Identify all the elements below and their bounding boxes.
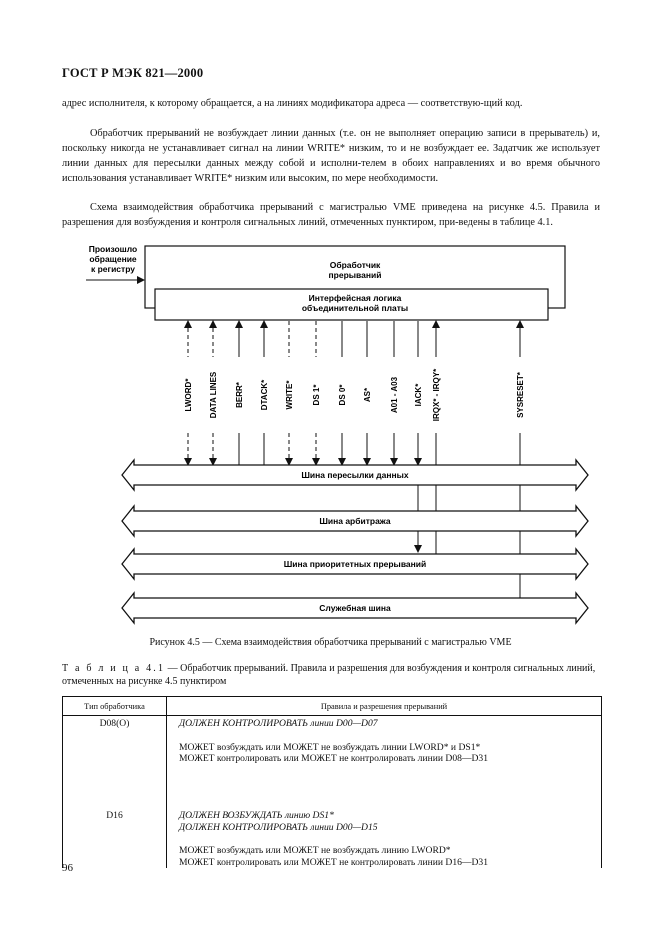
logic-box-line2: объединительной платы bbox=[302, 303, 408, 313]
row-type: D16 bbox=[62, 810, 167, 868]
logic-box-line1: Интерфейсная логика bbox=[309, 293, 402, 303]
signal-label: A01 - A03 bbox=[390, 376, 399, 413]
trigger-label-line3: к регистру bbox=[91, 264, 135, 274]
row-rules: ДОЛЖЕН ВОЗБУЖДАТЬ линию DS1* ДОЛЖЕН КОНТ… bbox=[166, 810, 602, 868]
rule-line: ДОЛЖЕН ВОЗБУЖДАТЬ линию DS1* bbox=[179, 810, 334, 821]
signal-label-bg bbox=[259, 357, 269, 433]
interaction-diagram: Произошло обращение к регистру Обработчи… bbox=[86, 244, 589, 625]
row-type-label: D08(O) bbox=[99, 718, 130, 729]
signal-label: WRITE* bbox=[285, 380, 294, 410]
signal-label: AS* bbox=[363, 387, 372, 402]
paragraph-2: Обработчик прерываний не возбуждает лини… bbox=[62, 128, 600, 184]
signal-label-bg bbox=[515, 357, 525, 433]
rules-table: Тип обработчика Правила и разрешения пре… bbox=[62, 696, 602, 868]
signal-label-bg bbox=[413, 357, 423, 433]
signal-label-bg bbox=[311, 357, 321, 433]
col-header-type: Тип обработчика bbox=[62, 696, 167, 716]
signal-label: SYSRESET* bbox=[516, 371, 525, 418]
figure-caption: Рисунок 4.5 — Схема взаимодействия обраб… bbox=[149, 637, 512, 648]
bus-arrow bbox=[121, 591, 589, 625]
signal-label-bg bbox=[284, 357, 294, 433]
bus-arrow bbox=[121, 547, 589, 581]
bus-arrow bbox=[121, 504, 589, 538]
bus-arrow bbox=[121, 458, 589, 492]
table-title-text: — Обработчик прерываний. Правила и разре… bbox=[62, 663, 596, 687]
rule-line: МОЖЕТ контролировать или МОЖЕТ не контро… bbox=[179, 856, 489, 868]
row-rules: ДОЛЖЕН КОНТРОЛИРОВАТЬ линии D00—D07 МОЖЕ… bbox=[166, 715, 602, 810]
row-type-label: D16 bbox=[106, 810, 123, 821]
signal-label-bg bbox=[431, 357, 441, 433]
signal-label-bg bbox=[362, 357, 372, 433]
handler-box-line2: прерываний bbox=[329, 270, 382, 280]
signal-label-bg bbox=[337, 357, 347, 433]
col-header-rules: Правила и разрешения прерываний bbox=[166, 696, 602, 716]
rule-line: ДОЛЖЕН КОНТРОЛИРОВАТЬ линии D00—D15 bbox=[179, 821, 378, 833]
logic-box bbox=[154, 288, 549, 321]
table-title: Т а б л и ц а 4.1 — Обработчик прерывани… bbox=[62, 662, 600, 688]
bus-label: Шина приоритетных прерываний bbox=[284, 559, 427, 569]
rule-line: МОЖЕТ контролировать или МОЖЕТ не контро… bbox=[179, 753, 489, 764]
signal-label: IRQX* - IRQY* bbox=[432, 368, 441, 421]
signal-label: DATA LINES bbox=[209, 371, 218, 418]
bus-label: Шина арбитража bbox=[319, 516, 391, 526]
signal-label: LWORD* bbox=[184, 378, 193, 412]
table-row: D16 ДОЛЖЕН ВОЗБУЖДАТЬ линию DS1* ДОЛЖЕН … bbox=[62, 810, 602, 868]
bus-label: Шина пересылки данных bbox=[301, 470, 409, 480]
signal-label: IACK* bbox=[414, 383, 423, 407]
signal-label-bg bbox=[183, 357, 193, 433]
signal-label-bg bbox=[234, 357, 244, 433]
row-type: D08(O) bbox=[62, 715, 167, 810]
signal-label: DTACK* bbox=[260, 379, 269, 410]
page-number: 96 bbox=[62, 862, 73, 874]
trigger-label-line2: обращение bbox=[89, 254, 137, 264]
signal-label: BERR* bbox=[235, 381, 244, 408]
trigger-label-line1: Произошло bbox=[89, 244, 138, 254]
handler-box-line1: Обработчик bbox=[330, 260, 381, 270]
signal-label-bg bbox=[389, 357, 399, 433]
signal-label: DS 0* bbox=[338, 384, 347, 406]
signal-label-bg bbox=[208, 357, 218, 433]
rule-line: МОЖЕТ возбуждать или МОЖЕТ не возбуждать… bbox=[179, 845, 451, 856]
paragraph-3: Схема взаимодействия обработчика прерыва… bbox=[62, 202, 600, 228]
rule-line: МОЖЕТ возбуждать или МОЖЕТ не возбуждать… bbox=[179, 741, 481, 753]
table-row: D08(O) ДОЛЖЕН КОНТРОЛИРОВАТЬ линии D00—D… bbox=[62, 715, 602, 810]
bus-label: Служебная шина bbox=[319, 603, 391, 613]
table-title-prefix: Т а б л и ц а 4.1 bbox=[62, 663, 166, 674]
rule-line: ДОЛЖЕН КОНТРОЛИРОВАТЬ линии D00—D07 bbox=[179, 718, 378, 729]
paragraph-1: адрес исполнителя, к которому обращается… bbox=[62, 98, 523, 109]
signal-label: DS 1* bbox=[312, 384, 321, 406]
document-header: ГОСТ Р МЭК 821—2000 bbox=[62, 66, 204, 80]
